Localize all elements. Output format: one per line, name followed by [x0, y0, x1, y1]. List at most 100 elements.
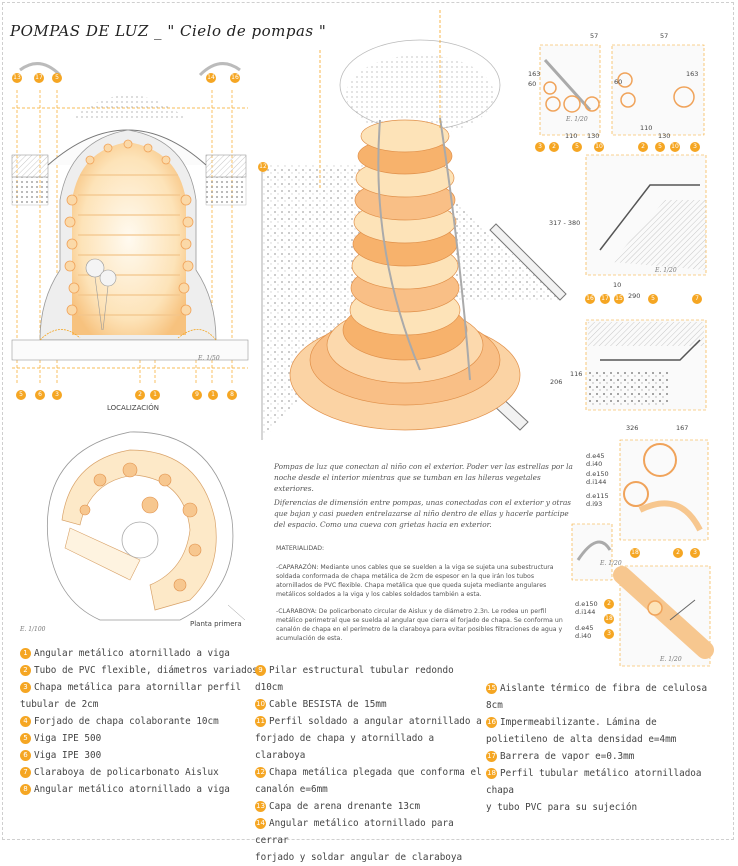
section-drawing — [11, 62, 249, 385]
d5-scale: E. 1/20 — [600, 560, 622, 567]
d5-dim-di40: d.i40 — [586, 460, 603, 468]
planta-primera-label: Planta primera — [190, 620, 242, 628]
section-callout-14: 14 — [206, 73, 216, 83]
materials-block: MATERIALIDAD: -CAPARAZÓN: Mediante unos … — [276, 544, 566, 651]
d3-scale: E. 1/20 — [655, 267, 677, 274]
d6-callout-2: 2 — [604, 599, 614, 609]
legend-item-continued: polietileno de alta densidad e=4mm — [486, 734, 677, 745]
d3-callout-15: 15 — [614, 294, 624, 304]
d5-dim-de150: d.e150 — [586, 470, 609, 478]
d6-callout-3: 3 — [604, 629, 614, 639]
d2-callout-2: 2 — [638, 142, 648, 152]
section-callout-bottom-5: 5 — [16, 390, 26, 400]
materials-caparazon: -CAPARAZÓN: Mediante unos cables que se … — [276, 564, 554, 598]
localizacion-label: LOCALIZACIÓN — [107, 404, 159, 412]
section-callout-bottom-9: 9 — [192, 390, 202, 400]
section-callout-bottom-3: 3 — [52, 390, 62, 400]
d2-callout-5: 5 — [655, 142, 665, 152]
d5-callout-3: 3 — [690, 548, 700, 558]
d6-dim-de150: d.e150 — [575, 600, 598, 608]
detail-drawings — [539, 44, 714, 667]
description-block: Pompas de luz que conectan al niño con e… — [274, 461, 574, 533]
legend-item-continued: canalón e=6mm — [255, 784, 328, 795]
d3-dim-10: 10 — [613, 281, 622, 289]
d6-dim-de45: d.e45 — [575, 624, 594, 632]
d1-callout-5: 5 — [572, 142, 582, 152]
section-callout-17: 17 — [34, 73, 44, 83]
section-callout-bottom-1: 1 — [150, 390, 160, 400]
d3-callout-5: 5 — [648, 294, 658, 304]
d3-dim-317-380: 317 - 380 — [549, 219, 581, 227]
section-callout-16: 16 — [230, 73, 240, 83]
d4-dim-326: 326 — [626, 424, 639, 432]
d4-dim-167: 167 — [676, 424, 689, 432]
d1-dim-130: 130 — [587, 132, 600, 140]
legend-item-continued: y tubo PVC para su sujeción — [486, 802, 638, 813]
d3-callout-16: 16 — [585, 294, 595, 304]
d6-callout-18: 18 — [604, 614, 614, 624]
d2-dim-60: 60 — [614, 78, 623, 86]
d5-callout-18: 18 — [630, 548, 640, 558]
d3-callout-7: 7 — [692, 294, 702, 304]
d6-dim-di144: d.i144 — [575, 608, 596, 616]
d1-dim-110: 110 — [565, 132, 578, 140]
drawing-canvas — [11, 10, 714, 667]
d2-dim-163: 163 — [686, 70, 699, 78]
d1-dim-60: 60 — [528, 80, 537, 88]
floor-plan-drawing — [46, 431, 246, 621]
d2-dim-130: 130 — [658, 132, 671, 140]
d5-callout-2: 2 — [673, 548, 683, 558]
d1-dim-57: 57 — [590, 32, 599, 40]
d5-dim-di93: d.i93 — [586, 500, 603, 508]
section-callout-bottom-8: 8 — [227, 390, 237, 400]
d4-dim-116: 116 — [570, 370, 583, 378]
plan-scale: E. 1/100 — [20, 626, 46, 633]
section-callout-bottom-2: 2 — [135, 390, 145, 400]
section-callout-5: 5 — [52, 73, 62, 83]
legend-item-continued: forjado y soldar angular de claraboya — [255, 852, 463, 863]
d6-dim-di40: d.i40 — [575, 632, 592, 640]
section-callout-13: 13 — [12, 73, 22, 83]
d5-dim-de45: d.e45 — [586, 452, 605, 460]
d1-callout-3: 3 — [535, 142, 545, 152]
d1-scale: E. 1/20 — [566, 116, 588, 123]
axo-callout-12: 12 — [258, 162, 268, 172]
section-callout-bottom-6: 6 — [35, 390, 45, 400]
d4-dim-206: 206 — [550, 378, 563, 386]
legend-item-continued: forjado de chapa y atornillado a clarabo… — [255, 733, 435, 761]
d5-dim-de115: d.e115 — [586, 492, 609, 500]
legend-item-continued: tubular de 2cm — [20, 699, 99, 710]
materials-heading: MATERIALIDAD: — [276, 545, 325, 552]
d1-callout-10: 10 — [594, 142, 604, 152]
d5-dim-di144: d.i144 — [586, 478, 607, 486]
d2-dim-57: 57 — [660, 32, 669, 40]
description-paragraph-1: Pompas de luz que conectan al niño con e… — [274, 462, 573, 493]
d3-callout-17: 17 — [600, 294, 610, 304]
page-title: POMPAS DE LUZ _ " Cielo de pompas " — [10, 22, 327, 40]
section-callout-bottom-1b: 1 — [208, 390, 218, 400]
d2-callout-3: 3 — [690, 142, 700, 152]
materials-claraboya: -CLARABOYA: De policarbonato circular de… — [276, 608, 563, 642]
d6-scale: E. 1/20 — [660, 656, 682, 663]
d2-callout-10: 10 — [670, 142, 680, 152]
d1-callout-2: 2 — [549, 142, 559, 152]
